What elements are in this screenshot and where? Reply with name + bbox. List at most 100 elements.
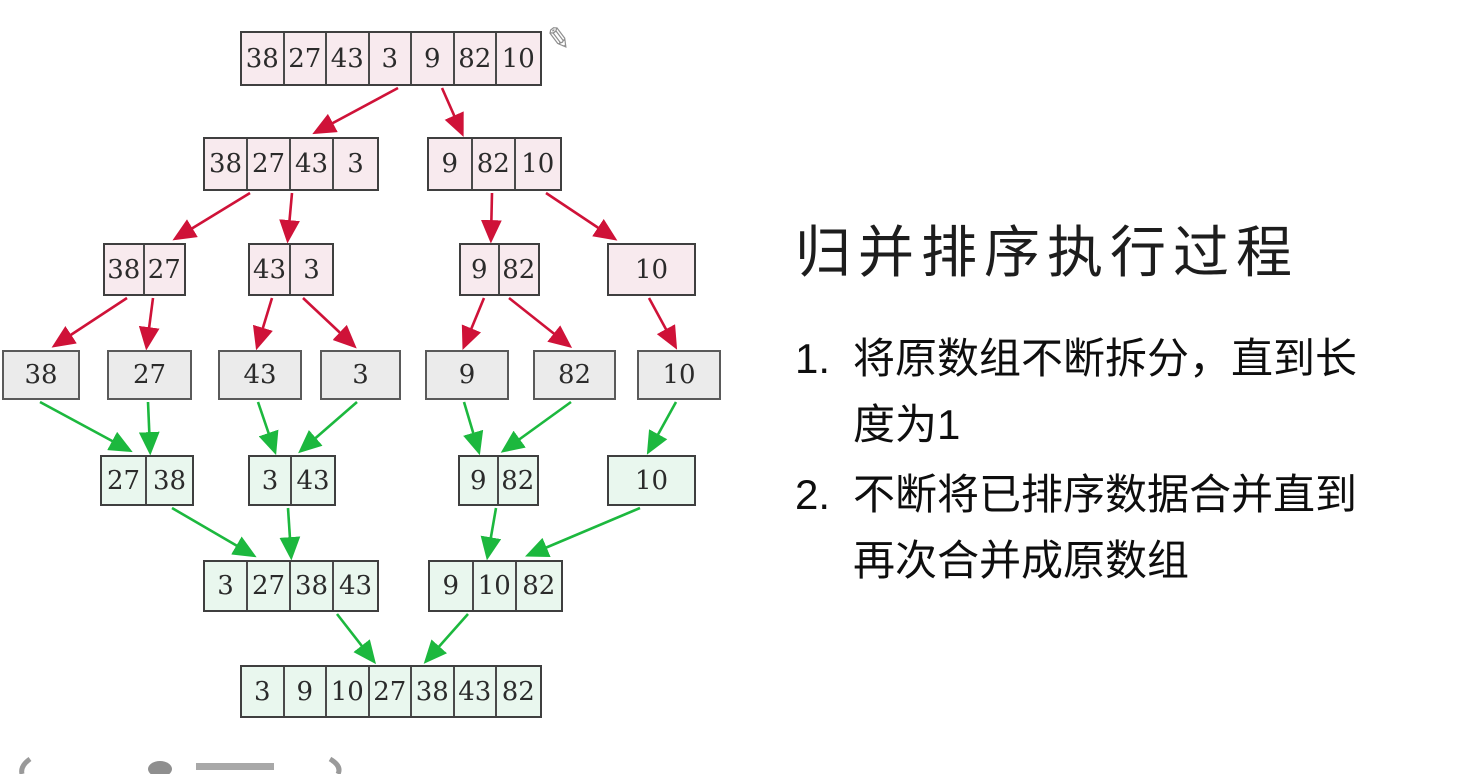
array-leaf-38: 38 xyxy=(2,350,80,400)
array-cell: 9 xyxy=(461,245,500,294)
array-cell: 10 xyxy=(497,33,540,84)
array-cell: 43 xyxy=(220,352,300,398)
panel-title: 归并排序执行过程 xyxy=(795,221,1299,286)
array-cell: 3 xyxy=(322,352,399,398)
array-cell: 38 xyxy=(4,352,78,398)
array-cell: 82 xyxy=(472,139,516,189)
array-leaf-10: 10 xyxy=(637,350,721,400)
array-level2-d: 10 xyxy=(607,243,696,296)
array-cell: 3 xyxy=(242,667,285,716)
array-cell: 43 xyxy=(334,562,377,610)
note-number: 1. xyxy=(795,335,831,382)
array-cell: 10 xyxy=(609,245,694,294)
split-arrow xyxy=(545,191,618,241)
merge-arrow xyxy=(138,401,160,456)
split-arrow xyxy=(461,297,486,351)
array-cell: 38 xyxy=(105,245,145,294)
note-number: 2. xyxy=(795,471,831,518)
array-cell: 27 xyxy=(102,457,147,504)
array-cell: 82 xyxy=(497,667,540,716)
array-cell: 82 xyxy=(498,457,537,504)
array-cell: 27 xyxy=(248,562,291,610)
array-cell: 10 xyxy=(639,352,719,398)
array-cell: 82 xyxy=(517,562,561,610)
merge-arrow xyxy=(500,400,572,453)
merge-arrow xyxy=(646,401,678,455)
split-arrow xyxy=(172,191,251,241)
array-cell: 3 xyxy=(205,562,248,610)
array-cell: 9 xyxy=(284,667,327,716)
merge-arrow xyxy=(171,506,257,558)
array-cell: 43 xyxy=(291,139,334,189)
array-cell: 43 xyxy=(292,457,334,504)
merge-arrow xyxy=(335,613,376,665)
array-cell: 27 xyxy=(284,33,327,84)
merge-arrow xyxy=(39,400,133,453)
array-cell: 9 xyxy=(460,457,499,504)
array-leaf-43: 43 xyxy=(218,350,302,400)
array-cell: 27 xyxy=(248,139,291,189)
note-text: 不断将已排序数据合并直到 再次合并成原数组 xyxy=(853,462,1357,594)
array-cell: 3 xyxy=(250,457,292,504)
array-cell: 10 xyxy=(516,139,560,189)
array-cell: 9 xyxy=(412,33,455,84)
split-arrow xyxy=(480,192,502,244)
array-cell: 82 xyxy=(499,245,538,294)
pencil-cursor-icon: ✎ xyxy=(543,20,574,59)
array-cell: 38 xyxy=(291,562,334,610)
array-cell: 43 xyxy=(327,33,370,84)
array-cell: 38 xyxy=(412,667,455,716)
split-arrow xyxy=(279,192,300,244)
array-leaf-3: 3 xyxy=(320,350,401,400)
array-cell: 38 xyxy=(205,139,248,189)
array-cell: 10 xyxy=(473,562,517,610)
array-cell: 27 xyxy=(144,245,184,294)
merge-arrow xyxy=(525,506,641,558)
notes-panel: 归并排序执行过程 1. 将原数组不断拆分，直到长 度为1 2. 不断将已排序数据… xyxy=(795,208,1484,598)
array-cell: 43 xyxy=(250,245,291,294)
array-cell: 3 xyxy=(334,139,377,189)
array-leaf-82: 82 xyxy=(533,350,616,400)
array-cell: 9 xyxy=(430,562,474,610)
merge-arrow xyxy=(480,507,502,561)
split-arrow xyxy=(440,87,464,137)
array-cell: 10 xyxy=(327,667,370,716)
array-cell: 27 xyxy=(109,352,190,398)
clipped-handwriting-strokes xyxy=(19,756,342,774)
array-leaf-27: 27 xyxy=(107,350,192,400)
array-leaf-9: 9 xyxy=(425,350,509,400)
array-cell: 27 xyxy=(369,667,412,716)
array-cell: 38 xyxy=(242,33,285,84)
array-merge1-d: 10 xyxy=(607,455,696,506)
note-line: 再次合并成原数组 xyxy=(853,537,1190,584)
note-line: 不断将已排序数据合并直到 xyxy=(853,471,1358,518)
note-item-2: 2. 不断将已排序数据合并直到 再次合并成原数组 xyxy=(795,462,1484,594)
split-arrow xyxy=(647,297,678,350)
merge-arrow xyxy=(279,507,301,561)
notes-list: 1. 将原数组不断拆分，直到长 度为1 2. 不断将已排序数据合并直到 再次合并… xyxy=(795,326,1484,594)
merge-arrow xyxy=(256,401,279,456)
array-cell: 3 xyxy=(291,245,332,294)
split-arrow xyxy=(508,296,573,349)
array-cell: 9 xyxy=(427,352,507,398)
array-cell: 10 xyxy=(609,457,694,504)
array-cell: 82 xyxy=(535,352,614,398)
split-arrow xyxy=(312,86,399,135)
split-arrow xyxy=(51,296,128,348)
array-cell: 82 xyxy=(454,33,497,84)
split-arrow xyxy=(252,297,274,351)
merge-arrow xyxy=(298,401,358,454)
array-cell: 9 xyxy=(429,139,473,189)
merge-arrow xyxy=(462,401,484,456)
split-arrow xyxy=(302,297,357,349)
